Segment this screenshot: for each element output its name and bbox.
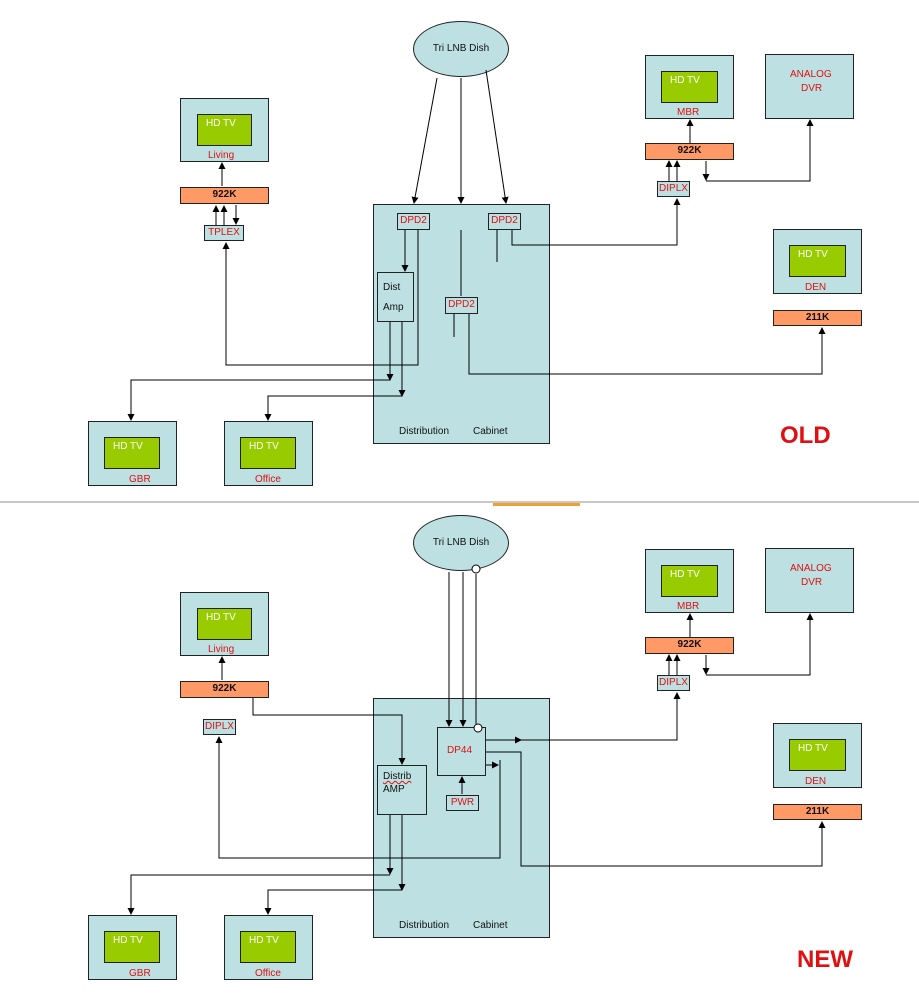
old-dpd2-middle: DPD2 [445, 297, 478, 314]
old-cabinet-label-2: Cabinet [473, 426, 508, 437]
old-analog-dvr-line1: ANALOG [790, 69, 832, 80]
old-dist-amp-line1: Dist [383, 282, 401, 293]
new-dish-label: Tri LNB Dish [432, 537, 490, 548]
new-gbr-label: GBR [129, 968, 151, 979]
old-mbr-922k: 922K [645, 143, 734, 160]
old-office-label: Office [255, 474, 281, 485]
new-office-tv-screen: HD TV [240, 931, 296, 963]
new-dp44 [437, 727, 486, 776]
old-mbr-label: MBR [677, 107, 700, 118]
new-distrib-amp-line2: AMP [383, 784, 405, 795]
new-analog-dvr-line1: ANALOG [790, 563, 832, 574]
new-mbr-label: MBR [677, 601, 700, 612]
old-dpd2-right: DPD2 [488, 213, 521, 230]
new-living-tv [180, 592, 269, 656]
old-den-211k: 211K [773, 310, 862, 326]
new-cabinet-label-2: Cabinet [473, 920, 508, 931]
new-mbr-tv-screen: HD TV [661, 565, 718, 597]
old-den-tv-screen: HD TV [789, 245, 846, 277]
old-dist-amp-line2: Amp [383, 302, 404, 313]
old-analog-dvr [765, 54, 854, 119]
old-cabinet-label-1: Distribution [399, 426, 450, 437]
old-dist-amp [377, 272, 414, 322]
old-office-tv-screen: HD TV [240, 437, 296, 469]
new-den-label: DEN [805, 776, 827, 787]
new-dp44-label: DP44 [447, 745, 473, 756]
old-tri-lnb-dish: Tri LNB Dish [413, 21, 509, 77]
new-gbr-tv-screen: HD TV [104, 931, 160, 963]
section-divider [0, 501, 919, 503]
new-mbr-922k: 922K [645, 637, 734, 654]
old-mbr-tv-screen: HD TV [661, 71, 718, 103]
new-mbr-diplx: DIPLX [657, 675, 690, 691]
old-living-922k: 922K [180, 187, 269, 204]
old-gbr-label: GBR [129, 474, 151, 485]
new-living-922k: 922K [180, 681, 269, 698]
new-den-211k: 211K [773, 804, 862, 820]
old-living-label: Living [208, 150, 235, 161]
new-distrib-amp [377, 765, 427, 815]
old-mbr-diplx: DIPLX [657, 181, 690, 197]
old-dpd2-left: DPD2 [397, 213, 430, 230]
new-living-tv-screen: HD TV [197, 608, 252, 640]
new-pwr: PWR [446, 795, 479, 811]
old-analog-dvr-line2: DVR [801, 83, 823, 94]
new-distrib-amp-line1: Distrib [383, 771, 412, 782]
new-analog-dvr-line2: DVR [801, 577, 823, 588]
old-gbr-tv-screen: HD TV [104, 437, 160, 469]
section-divider-accent [493, 503, 580, 506]
new-tri-lnb-dish: Tri LNB Dish [413, 515, 509, 571]
new-label: NEW [797, 946, 853, 973]
new-den-tv-screen: HD TV [789, 739, 846, 771]
new-living-diplx: DIPLX [203, 719, 236, 735]
new-office-label: Office [255, 968, 281, 979]
old-label: OLD [780, 422, 831, 449]
old-living-tv-screen: HD TV [197, 114, 252, 146]
new-living-label: Living [208, 644, 235, 655]
new-analog-dvr [765, 548, 854, 613]
old-dish-label: Tri LNB Dish [432, 43, 490, 54]
old-tplex: TPLEX [204, 225, 244, 241]
old-den-label: DEN [805, 282, 827, 293]
new-cabinet-label-1: Distribution [399, 920, 450, 931]
